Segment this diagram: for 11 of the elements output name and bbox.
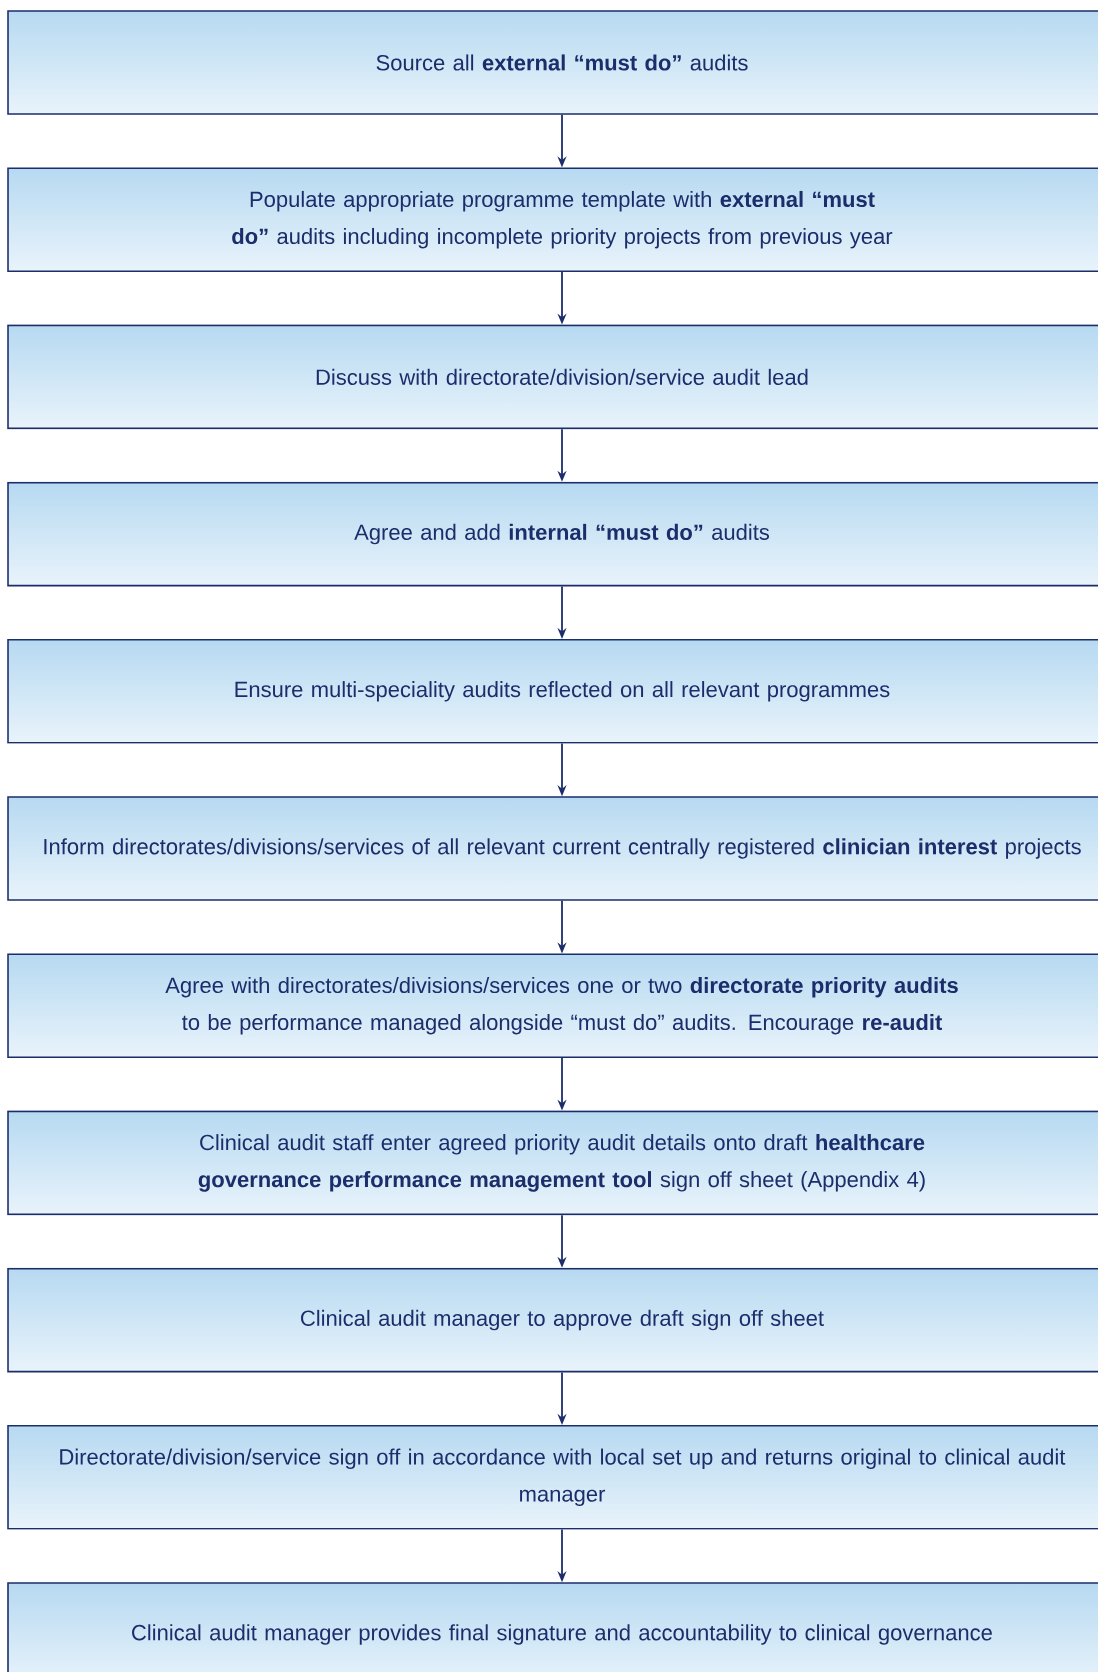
process-box: Clinical audit staff enter agreed priority audit details onto draft healthcare governance performance management tool sign off sheet (Appendix 4) bbox=[7, 1110, 1098, 1216]
process-box: Agree and add internal “must do” audits bbox=[7, 481, 1098, 587]
process-box: Source all external “must do” audits bbox=[7, 10, 1098, 115]
process-box: Ensure multi-speciality audits reflected on all relevant programmes bbox=[7, 639, 1098, 744]
process-box: Agree with directorates/divisions/services one or two directorate priority audits to be performance managed alongside “must do” audits. Encourage re-audit bbox=[7, 953, 1098, 1058]
process-box: Clinical audit manager provides final signature and accountability to clinical governance bbox=[7, 1582, 1098, 1672]
process-box: Inform directorates/divisions/services of all relevant current centrally registered clinician interest projects bbox=[7, 796, 1098, 901]
process-box: Directorate/division/service sign off in accordance with local set up and returns original to clinical audit manager bbox=[7, 1425, 1098, 1530]
process-box: Discuss with directorate/division/service audit lead bbox=[7, 324, 1098, 430]
process-box: Clinical audit manager to approve draft sign off sheet bbox=[7, 1267, 1098, 1373]
process-box: Populate appropriate programme template with external “must do” audits including incomplete priority projects from previous year bbox=[7, 167, 1098, 272]
